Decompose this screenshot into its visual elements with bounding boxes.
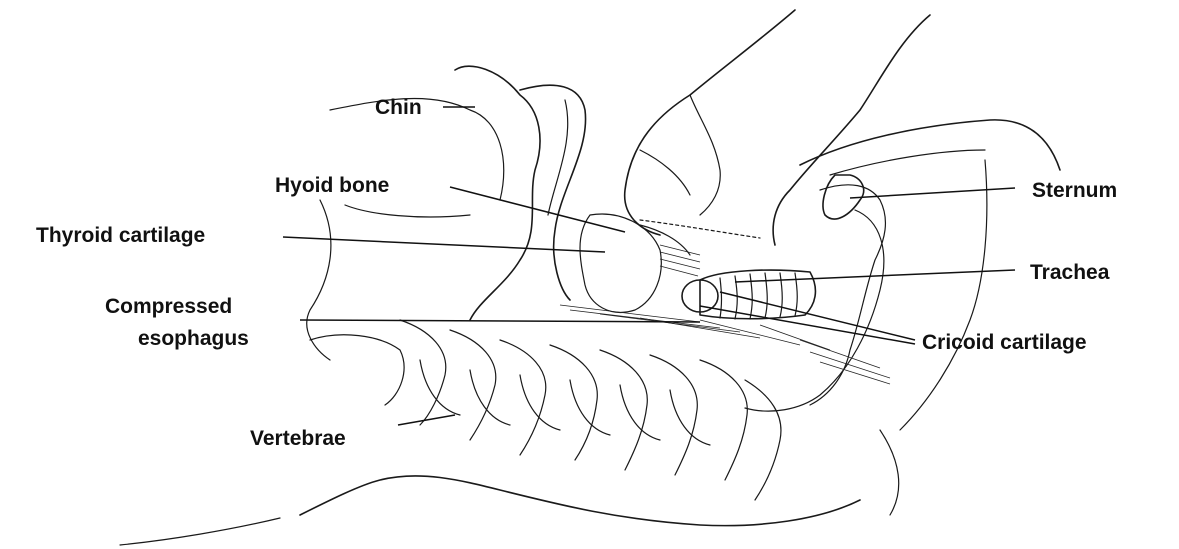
cricoid-cartilage-label: Cricoid cartilage	[922, 332, 1087, 353]
hyoid-leader	[450, 187, 625, 232]
lower-left-line	[120, 518, 280, 545]
trachea-leader	[735, 270, 1015, 282]
finger-1	[690, 95, 720, 215]
chin-inner	[548, 100, 568, 215]
right-lower	[880, 430, 899, 515]
esophagus-leader	[300, 320, 700, 322]
shoulder-outline	[800, 120, 1060, 170]
vertebrae-label: Vertebrae	[250, 428, 346, 449]
muscle-hatching	[560, 245, 890, 384]
sternum-label: Sternum	[1032, 180, 1117, 201]
sternum-leader	[850, 188, 1015, 198]
finger-2	[640, 150, 690, 195]
thyroid-cartilage-outline	[580, 214, 661, 312]
hyoid-bone-label: Hyoid bone	[275, 175, 389, 196]
dashed-guide	[640, 220, 760, 238]
lower-contour	[300, 476, 860, 526]
compressed-esophagus-label-line1: Compressed	[105, 296, 232, 317]
back-contour	[900, 160, 987, 430]
face-outline	[455, 66, 540, 320]
shoulder-inner	[830, 150, 985, 175]
trachea-label: Trachea	[1030, 262, 1109, 283]
vertebrae-column	[310, 320, 781, 500]
compressed-esophagus-label-line2: esophagus	[138, 328, 249, 349]
chin-contour	[520, 85, 586, 300]
mandible-line	[345, 205, 470, 217]
upper-arm-outline-1	[625, 10, 795, 235]
cricoid-leader-1	[720, 292, 915, 340]
thyroid-cartilage-label: Thyroid cartilage	[36, 225, 205, 246]
clavicle	[810, 185, 885, 405]
chin-label: Chin	[375, 97, 422, 118]
